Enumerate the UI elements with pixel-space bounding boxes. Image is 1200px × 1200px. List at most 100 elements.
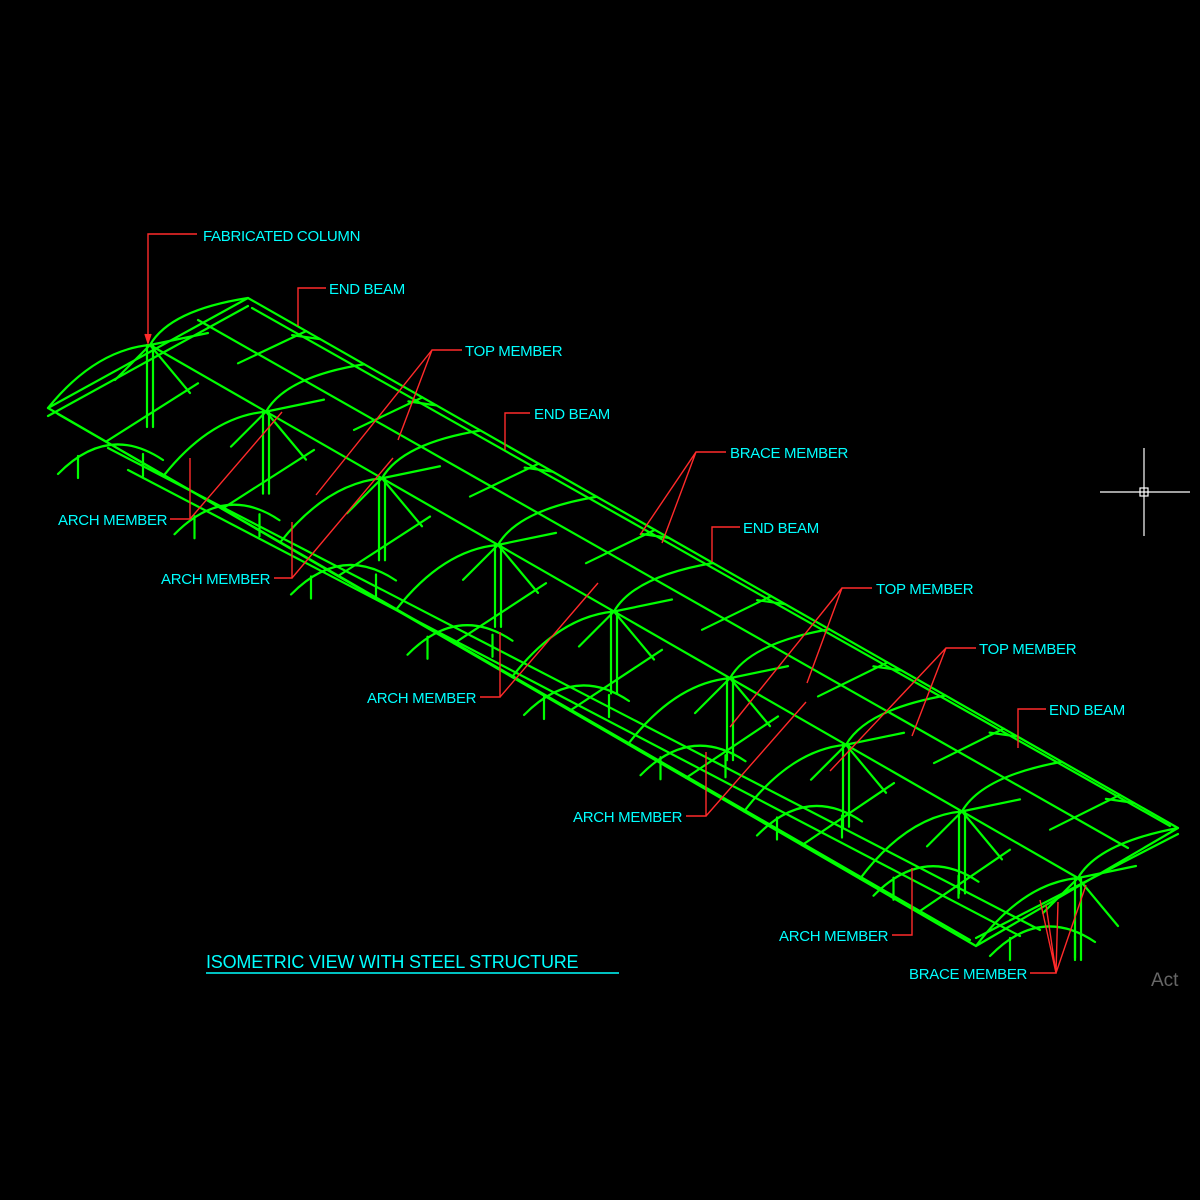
rafter <box>684 715 780 779</box>
rafter <box>816 661 889 698</box>
steel-structure <box>46 296 1180 962</box>
rafter <box>700 595 773 631</box>
rafter <box>468 462 540 498</box>
leader-end-beam-1 <box>297 287 326 326</box>
arch-member <box>858 810 964 880</box>
rafter <box>1048 793 1121 831</box>
brace-member <box>496 543 540 594</box>
arch-member <box>510 610 616 679</box>
end-beam-tick <box>756 599 787 606</box>
top-member <box>264 363 366 413</box>
arch-member <box>626 677 732 746</box>
arch-member <box>755 804 864 837</box>
top-member <box>612 561 715 613</box>
label-end-beam-3: END BEAM <box>743 520 819 537</box>
arch-member <box>742 743 848 813</box>
brace-member <box>264 410 308 461</box>
brace-member <box>113 343 152 382</box>
brace-member <box>844 743 888 794</box>
brace-member <box>1076 876 1120 928</box>
label-brace-member-1: BRACE MEMBER <box>730 445 849 462</box>
upper-purlin <box>196 318 1130 850</box>
annotation-leaders <box>144 233 1087 974</box>
brace-member <box>925 810 964 848</box>
brace-member <box>496 531 558 546</box>
top-member <box>496 495 598 546</box>
rafter <box>916 848 1012 914</box>
rafter <box>220 448 316 510</box>
arch-member <box>988 925 1097 958</box>
end-beam-tick <box>291 334 322 341</box>
rafter <box>452 582 548 645</box>
leader-brace-member-2 <box>1030 884 1087 974</box>
top-member <box>380 429 482 480</box>
top-rim-inner <box>250 306 1172 828</box>
rafter <box>932 727 1005 765</box>
rafter <box>104 382 200 443</box>
rafter <box>800 781 896 847</box>
brace-member <box>380 477 424 528</box>
label-top-member-1: TOP MEMBER <box>465 343 563 360</box>
leader-end-beam-2 <box>504 412 530 450</box>
leader-top-member-2 <box>729 587 872 728</box>
brace-member <box>461 543 500 581</box>
label-arch-member-3: ARCH MEMBER <box>367 690 477 707</box>
end-beam <box>974 832 1180 940</box>
label-arch-member-4: ARCH MEMBER <box>573 809 683 826</box>
leader-arch-member-3 <box>480 582 599 698</box>
brace-member <box>844 731 906 746</box>
arch-member <box>162 410 268 477</box>
brace-member <box>960 810 1004 861</box>
top-member <box>844 694 947 746</box>
leader-top-member-3 <box>829 647 976 772</box>
brace-member <box>693 677 732 715</box>
brace-member <box>960 798 1022 813</box>
arch-member <box>974 876 1080 948</box>
brace-member <box>577 610 616 648</box>
label-arch-member-1: ARCH MEMBER <box>58 512 168 529</box>
brace-member <box>229 410 268 448</box>
arch-member <box>522 684 631 717</box>
brace-member <box>1041 876 1080 915</box>
brace-member <box>264 398 326 413</box>
end-beam-tick <box>523 466 554 473</box>
rafter <box>336 515 432 578</box>
top-member <box>1076 826 1180 880</box>
label-fabricated-column: FABRICATED COLUMN <box>203 228 360 245</box>
leader-arch-member-4 <box>686 701 807 817</box>
arrowhead <box>144 333 152 346</box>
label-top-member-2: TOP MEMBER <box>876 581 974 598</box>
leader-arch-member-5 <box>892 868 913 936</box>
top-member <box>960 760 1063 813</box>
rafter <box>568 648 664 712</box>
end-beam-tick <box>1104 797 1135 804</box>
leader-arch-member-1 <box>170 411 283 520</box>
leader-fabricated-column <box>147 233 197 340</box>
label-arch-member-2: ARCH MEMBER <box>161 571 271 588</box>
brace-member <box>148 343 192 395</box>
arch-member <box>872 865 980 897</box>
arch-member <box>394 543 500 611</box>
arch-member <box>278 477 384 544</box>
crosshair-cursor-icon <box>1100 448 1190 536</box>
leader-end-beam-3 <box>711 526 740 562</box>
label-top-member-3: TOP MEMBER <box>979 641 1077 658</box>
label-end-beam-2: END BEAM <box>534 406 610 423</box>
brace-member <box>380 465 442 480</box>
brace-member <box>148 331 210 347</box>
arch-member <box>639 744 747 777</box>
end-beam-tick <box>988 731 1019 738</box>
brace-member <box>345 477 384 515</box>
label-end-beam-4: END BEAM <box>1049 702 1125 719</box>
leader-end-beam-4 <box>1017 708 1046 748</box>
stray-text: Act <box>1151 970 1179 991</box>
brace-member <box>809 743 848 781</box>
lower-purlin-2 <box>126 468 1022 938</box>
end-beam-tick <box>872 665 903 672</box>
brace-member <box>1076 864 1138 880</box>
arch-member <box>289 563 398 596</box>
arch-member <box>56 443 165 476</box>
label-brace-member-2: BRACE MEMBER <box>909 966 1028 983</box>
